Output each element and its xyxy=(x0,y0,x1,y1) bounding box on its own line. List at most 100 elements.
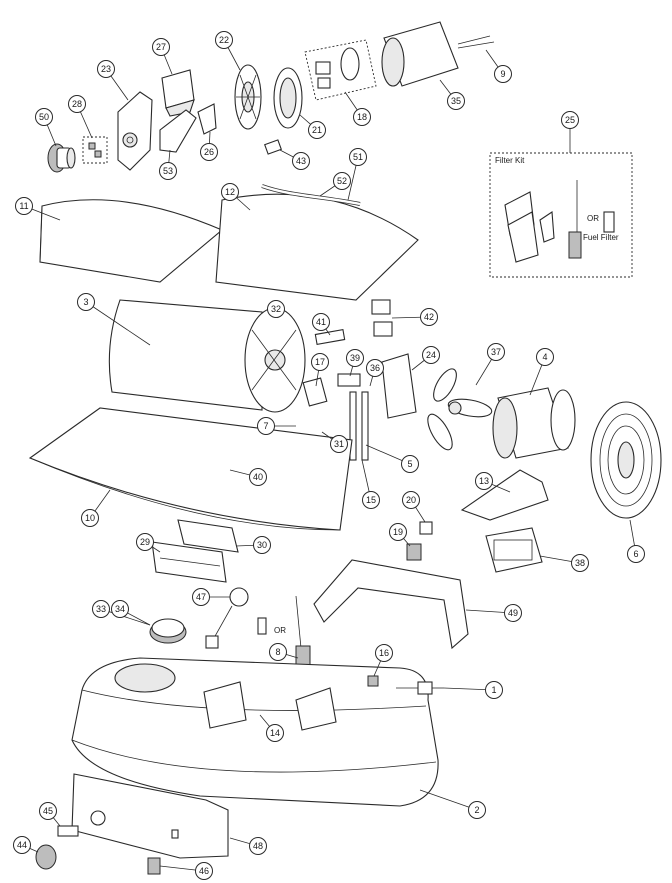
callout-circle-19 xyxy=(389,523,407,541)
callout-circle-41 xyxy=(312,313,330,331)
callout-12: 12 xyxy=(221,183,239,201)
callout-label-49: 49 xyxy=(508,608,518,618)
part-22-impeller xyxy=(234,64,262,130)
callout-28: 28 xyxy=(68,95,86,113)
callout-circle-48 xyxy=(249,837,267,855)
callout-label-38: 38 xyxy=(575,558,585,568)
callout-16: 16 xyxy=(375,644,393,662)
callout-10: 10 xyxy=(81,509,99,527)
part-43-fitting xyxy=(264,139,282,155)
part-21-rotor-ring xyxy=(273,67,303,129)
part-12-upper-shell-right xyxy=(215,193,419,301)
part-14-tank-support xyxy=(203,681,337,731)
callout-circle-16 xyxy=(375,644,393,662)
callout-14: 14 xyxy=(266,724,284,742)
part-8-fuel-filter xyxy=(257,595,311,669)
callout-circle-6 xyxy=(627,545,645,563)
callout-circle-36 xyxy=(366,359,384,377)
callout-circle-23 xyxy=(97,60,115,78)
callout-circle-42 xyxy=(420,308,438,326)
callout-label-44: 44 xyxy=(17,840,27,850)
callout-44: 44 xyxy=(13,836,31,854)
part-24-nozzle-assembly xyxy=(381,353,417,419)
callout-label-3: 3 xyxy=(83,297,88,307)
part-49-base-bracket xyxy=(313,559,469,650)
callout-46: 46 xyxy=(195,862,213,880)
callout-circle-8 xyxy=(269,643,287,661)
or-label-fuel-filter: OR xyxy=(274,626,286,635)
callout-51: 51 xyxy=(349,148,367,166)
callout-42: 42 xyxy=(420,308,438,326)
callout-circle-10 xyxy=(81,509,99,527)
part-47-fuel-gauge xyxy=(205,587,249,649)
callout-label-42: 42 xyxy=(424,312,434,322)
callout-label-1: 1 xyxy=(491,685,496,695)
callout-label-35: 35 xyxy=(451,96,461,106)
callout-label-10: 10 xyxy=(85,513,95,523)
callout-circle-5 xyxy=(401,455,419,473)
callout-circle-18 xyxy=(353,108,371,126)
callout-17: 17 xyxy=(311,353,329,371)
callout-50: 50 xyxy=(35,108,53,126)
callout-34: 34 xyxy=(111,600,129,618)
callout-circle-47 xyxy=(192,588,210,606)
callout-label-23: 23 xyxy=(101,64,111,74)
callout-label-14: 14 xyxy=(270,728,280,738)
callout-label-19: 19 xyxy=(393,527,403,537)
callout-label-7: 7 xyxy=(263,421,268,431)
callout-label-4: 4 xyxy=(542,352,547,362)
part-42-bracket-pair xyxy=(371,299,393,337)
part-29-control-board xyxy=(151,541,227,583)
part-4-fan-motor xyxy=(492,387,576,459)
callout-48: 48 xyxy=(249,837,267,855)
callout-label-6: 6 xyxy=(633,549,638,559)
callout-11: 11 xyxy=(15,197,33,215)
callout-label-21: 21 xyxy=(312,125,322,135)
part-3-combustion-chamber xyxy=(108,299,306,413)
callout-label-16: 16 xyxy=(379,648,389,658)
callout-label-31: 31 xyxy=(334,439,344,449)
callout-label-12: 12 xyxy=(225,187,235,197)
callout-20: 20 xyxy=(402,491,420,509)
callout-label-5: 5 xyxy=(407,459,412,469)
part-30-board-cover xyxy=(177,519,239,553)
callout-circle-26 xyxy=(200,143,218,161)
callout-circle-13 xyxy=(475,472,493,490)
part-17-igniter xyxy=(302,377,328,407)
part-46-switch xyxy=(147,857,161,875)
callout-circle-25 xyxy=(561,111,579,129)
callout-label-45: 45 xyxy=(43,806,53,816)
callout-circle-35 xyxy=(447,92,465,110)
callout-circle-27 xyxy=(152,38,170,56)
callout-43: 43 xyxy=(292,152,310,170)
callout-15: 15 xyxy=(362,491,380,509)
callout-label-8: 8 xyxy=(275,647,280,657)
callout-circle-11 xyxy=(15,197,33,215)
callout-label-17: 17 xyxy=(315,357,325,367)
part-35-motor xyxy=(381,21,495,87)
callout-label-25: 25 xyxy=(565,115,575,125)
callout-label-41: 41 xyxy=(316,317,326,327)
leader-line-3 xyxy=(85,301,151,346)
callout-45: 45 xyxy=(39,802,57,820)
callout-label-27: 27 xyxy=(156,42,166,52)
callout-circle-15 xyxy=(362,491,380,509)
part-10-lower-shell xyxy=(28,407,353,531)
callout-circle-44 xyxy=(13,836,31,854)
callout-label-51: 51 xyxy=(353,152,363,162)
callout-label-36: 36 xyxy=(370,363,380,373)
or-label-filter-kit: OR xyxy=(587,214,599,223)
callout-circle-29 xyxy=(136,533,154,551)
callout-circle-1 xyxy=(485,681,503,699)
callout-circle-39 xyxy=(346,349,364,367)
callout-circle-14 xyxy=(266,724,284,742)
part-44-knob xyxy=(35,844,57,870)
callout-label-48: 48 xyxy=(253,841,263,851)
callout-label-32: 32 xyxy=(271,304,281,314)
callout-label-2: 2 xyxy=(474,805,479,815)
callout-6: 6 xyxy=(627,545,645,563)
callout-label-47: 47 xyxy=(196,592,206,602)
callout-circle-31 xyxy=(330,435,348,453)
part-19-switch xyxy=(406,543,422,561)
